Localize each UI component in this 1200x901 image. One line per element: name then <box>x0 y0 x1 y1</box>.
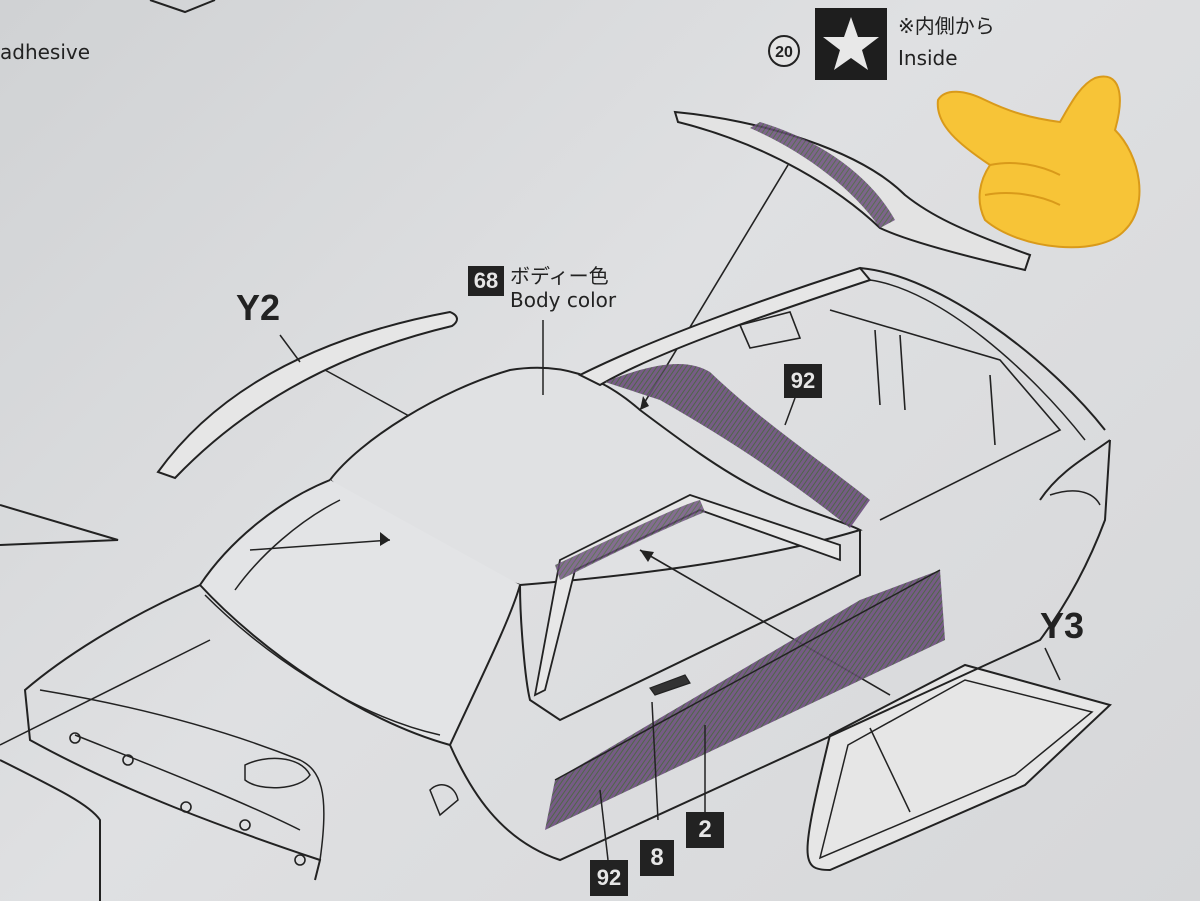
rear-window-part <box>639 110 1032 411</box>
edge-part-outline <box>149 0 216 14</box>
inside-note-en: Inside <box>898 46 958 70</box>
callout-20: 20 <box>768 35 800 67</box>
star-icon <box>823 17 879 70</box>
paint-code-8: 8 <box>640 840 674 876</box>
door-handle <box>649 674 691 696</box>
y3-window-part <box>806 647 1112 872</box>
part-label-y2: Y2 <box>236 287 281 328</box>
paint-code-92-side: 92 <box>590 860 628 896</box>
left-part-edge <box>0 504 119 546</box>
inside-note-jp: ※内側から <box>898 14 995 38</box>
car-body <box>0 266 1111 901</box>
adhesive-text: adhesive <box>0 40 91 64</box>
paint-code-2: 2 <box>686 812 724 848</box>
body-color-en: Body color <box>510 288 617 312</box>
side-stripe-hatch <box>545 570 945 830</box>
part-label-y3: Y3 <box>1040 605 1085 646</box>
body-color-jp: ボディー色 <box>510 264 609 288</box>
pointing-hand-emoji <box>936 75 1141 249</box>
inside-star-badge <box>815 8 887 80</box>
paint-code-92-roof: 92 <box>784 364 822 398</box>
paint-code-68: 68 <box>468 266 504 296</box>
